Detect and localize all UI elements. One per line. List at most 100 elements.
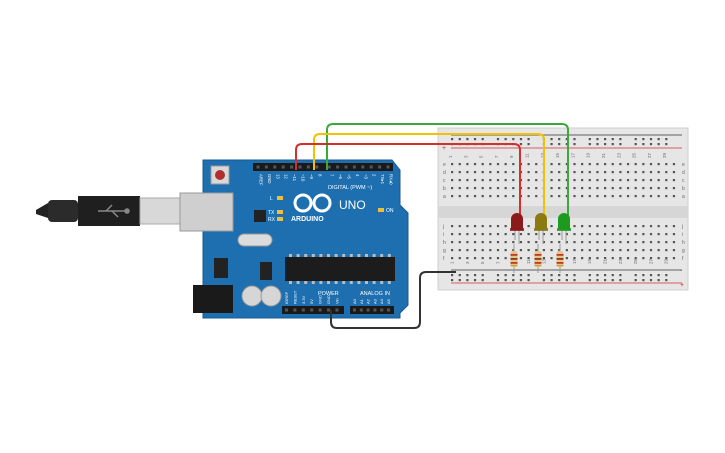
breadboard-hole[interactable]	[596, 225, 599, 228]
breadboard-hole[interactable]	[473, 187, 477, 190]
rail-hole[interactable]	[665, 138, 668, 141]
breadboard-hole[interactable]	[657, 171, 660, 174]
breadboard-hole[interactable]	[588, 179, 591, 182]
breadboard-hole[interactable]	[527, 257, 530, 260]
breadboard-hole[interactable]	[535, 249, 538, 252]
breadboard-hole[interactable]	[626, 225, 630, 228]
breadboard-hole[interactable]	[535, 187, 538, 190]
rail-hole[interactable]	[466, 138, 469, 141]
breadboard-hole[interactable]	[596, 241, 599, 244]
header-pin-hole[interactable]	[264, 165, 268, 169]
breadboard-hole[interactable]	[496, 249, 500, 252]
breadboard-hole[interactable]	[581, 187, 584, 190]
breadboard-hole[interactable]	[558, 163, 561, 166]
breadboard-hole[interactable]	[619, 195, 622, 198]
breadboard-hole[interactable]	[619, 257, 622, 260]
breadboard-hole[interactable]	[512, 249, 515, 252]
breadboard-hole[interactable]	[596, 171, 599, 174]
breadboard-hole[interactable]	[512, 233, 515, 236]
breadboard-hole[interactable]	[458, 233, 461, 236]
breadboard-hole[interactable]	[649, 225, 653, 228]
breadboard-hole[interactable]	[473, 179, 477, 182]
breadboard-hole[interactable]	[550, 225, 553, 228]
breadboard-hole[interactable]	[496, 163, 500, 166]
breadboard-hole[interactable]	[496, 241, 500, 244]
rail-hole[interactable]	[473, 279, 477, 282]
breadboard-hole[interactable]	[527, 233, 530, 236]
analog-pin-hole[interactable]	[359, 308, 363, 312]
breadboard-hole[interactable]	[657, 163, 660, 166]
rail-hole[interactable]	[558, 138, 561, 141]
header-pin-hole[interactable]	[386, 165, 390, 169]
rail-hole[interactable]	[619, 143, 622, 146]
breadboard-hole[interactable]	[649, 195, 653, 198]
breadboard-hole[interactable]	[672, 257, 676, 260]
breadboard-hole[interactable]	[451, 241, 454, 244]
rail-hole[interactable]	[573, 143, 576, 146]
breadboard-hole[interactable]	[626, 171, 630, 174]
breadboard-hole[interactable]	[558, 171, 561, 174]
breadboard-hole[interactable]	[657, 257, 660, 260]
rail-hole[interactable]	[634, 138, 637, 141]
breadboard-hole[interactable]	[466, 249, 469, 252]
red-wire[interactable]	[295, 143, 521, 220]
breadboard-hole[interactable]	[634, 257, 637, 260]
breadboard-hole[interactable]	[604, 171, 607, 174]
breadboard-hole[interactable]	[672, 171, 676, 174]
header-pin-hole[interactable]	[344, 165, 348, 169]
breadboard-hole[interactable]	[573, 241, 576, 244]
breadboard-hole[interactable]	[634, 249, 637, 252]
breadboard-hole[interactable]	[504, 225, 507, 228]
breadboard-hole[interactable]	[542, 241, 545, 244]
breadboard-hole[interactable]	[535, 179, 538, 182]
breadboard-hole[interactable]	[611, 163, 614, 166]
rail-hole[interactable]	[558, 274, 561, 277]
rail-hole[interactable]	[611, 143, 614, 146]
breadboard-hole[interactable]	[672, 225, 676, 228]
breadboard-hole[interactable]	[496, 195, 500, 198]
header-pin-hole[interactable]	[273, 165, 277, 169]
breadboard-hole[interactable]	[604, 233, 607, 236]
rail-hole[interactable]	[588, 279, 591, 282]
breadboard-hole[interactable]	[466, 241, 469, 244]
breadboard-hole[interactable]	[481, 195, 484, 198]
breadboard-hole[interactable]	[451, 257, 454, 260]
rail-hole[interactable]	[481, 279, 484, 282]
breadboard-hole[interactable]	[565, 171, 568, 174]
breadboard-hole[interactable]	[581, 195, 584, 198]
power-pin-hole[interactable]	[293, 308, 297, 312]
breadboard-hole[interactable]	[527, 187, 530, 190]
breadboard-hole[interactable]	[496, 233, 500, 236]
breadboard-hole[interactable]	[512, 187, 515, 190]
breadboard-hole[interactable]	[473, 249, 477, 252]
breadboard-hole[interactable]	[565, 179, 568, 182]
breadboard-hole[interactable]	[573, 179, 576, 182]
breadboard-hole[interactable]	[573, 163, 576, 166]
rail-hole[interactable]	[619, 279, 622, 282]
breadboard-hole[interactable]	[466, 257, 469, 260]
breadboard-hole[interactable]	[634, 179, 637, 182]
breadboard-hole[interactable]	[481, 187, 484, 190]
breadboard-hole[interactable]	[642, 179, 645, 182]
breadboard-hole[interactable]	[489, 187, 492, 190]
green-led[interactable]	[557, 213, 571, 244]
breadboard-hole[interactable]	[550, 171, 553, 174]
rail-hole[interactable]	[519, 143, 523, 146]
breadboard-hole[interactable]	[527, 225, 530, 228]
breadboard-hole[interactable]	[504, 171, 507, 174]
header-pin-hole[interactable]	[378, 165, 382, 169]
breadboard-hole[interactable]	[565, 163, 568, 166]
analog-header[interactable]	[350, 306, 394, 314]
breadboard-hole[interactable]	[626, 241, 630, 244]
breadboard-hole[interactable]	[519, 257, 523, 260]
breadboard-hole[interactable]	[665, 171, 668, 174]
rail-hole[interactable]	[604, 138, 607, 141]
power-pin-hole[interactable]	[310, 308, 314, 312]
header-pin-hole[interactable]	[336, 165, 340, 169]
breadboard-hole[interactable]	[611, 179, 614, 182]
breadboard-hole[interactable]	[481, 241, 484, 244]
breadboard-hole[interactable]	[596, 187, 599, 190]
breadboard-hole[interactable]	[466, 179, 469, 182]
breadboard-hole[interactable]	[565, 241, 568, 244]
breadboard-hole[interactable]	[626, 257, 630, 260]
